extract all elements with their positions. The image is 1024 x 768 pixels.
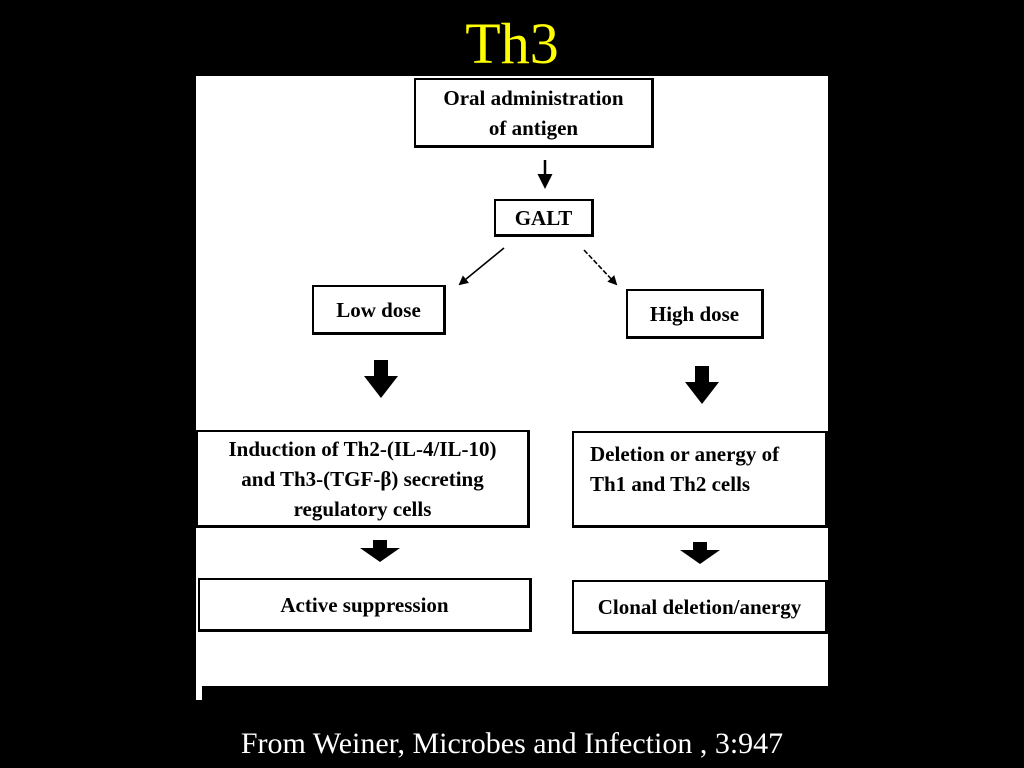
node-induction: Induction of Th2-(IL-4/IL-10) and Th3-(T… <box>196 430 530 528</box>
arrow-high-dose-to-deletion <box>685 366 719 404</box>
node-oral-administration: Oral administration of antigen <box>414 78 654 148</box>
flowchart-figure: Oral administration of antigen GALT Low … <box>196 76 828 700</box>
arrow-induction-to-active-suppression <box>360 540 400 562</box>
arrow-galt-to-high-dose <box>583 249 618 286</box>
source-caption: From Weiner, Microbes and Infection , 3:… <box>240 727 784 760</box>
arrow-layer <box>360 160 720 564</box>
slide-title: Th3 <box>465 11 559 76</box>
node-low-dose: Low dose <box>312 285 446 335</box>
node-galt: GALT <box>494 199 594 237</box>
arrow-low-dose-to-induction <box>364 360 398 398</box>
arrow-galt-to-low-dose <box>458 247 505 286</box>
node-clonal-deletion: Clonal deletion/anergy <box>572 580 828 634</box>
node-active-suppression: Active suppression <box>198 578 532 632</box>
node-deletion-or-anergy: Deletion or anergy of Th1 and Th2 cells <box>572 431 828 528</box>
node-high-dose: High dose <box>626 289 764 339</box>
figure-bottom-bar <box>202 686 828 700</box>
arrow-deletion-to-clonal-deletion <box>680 542 720 564</box>
